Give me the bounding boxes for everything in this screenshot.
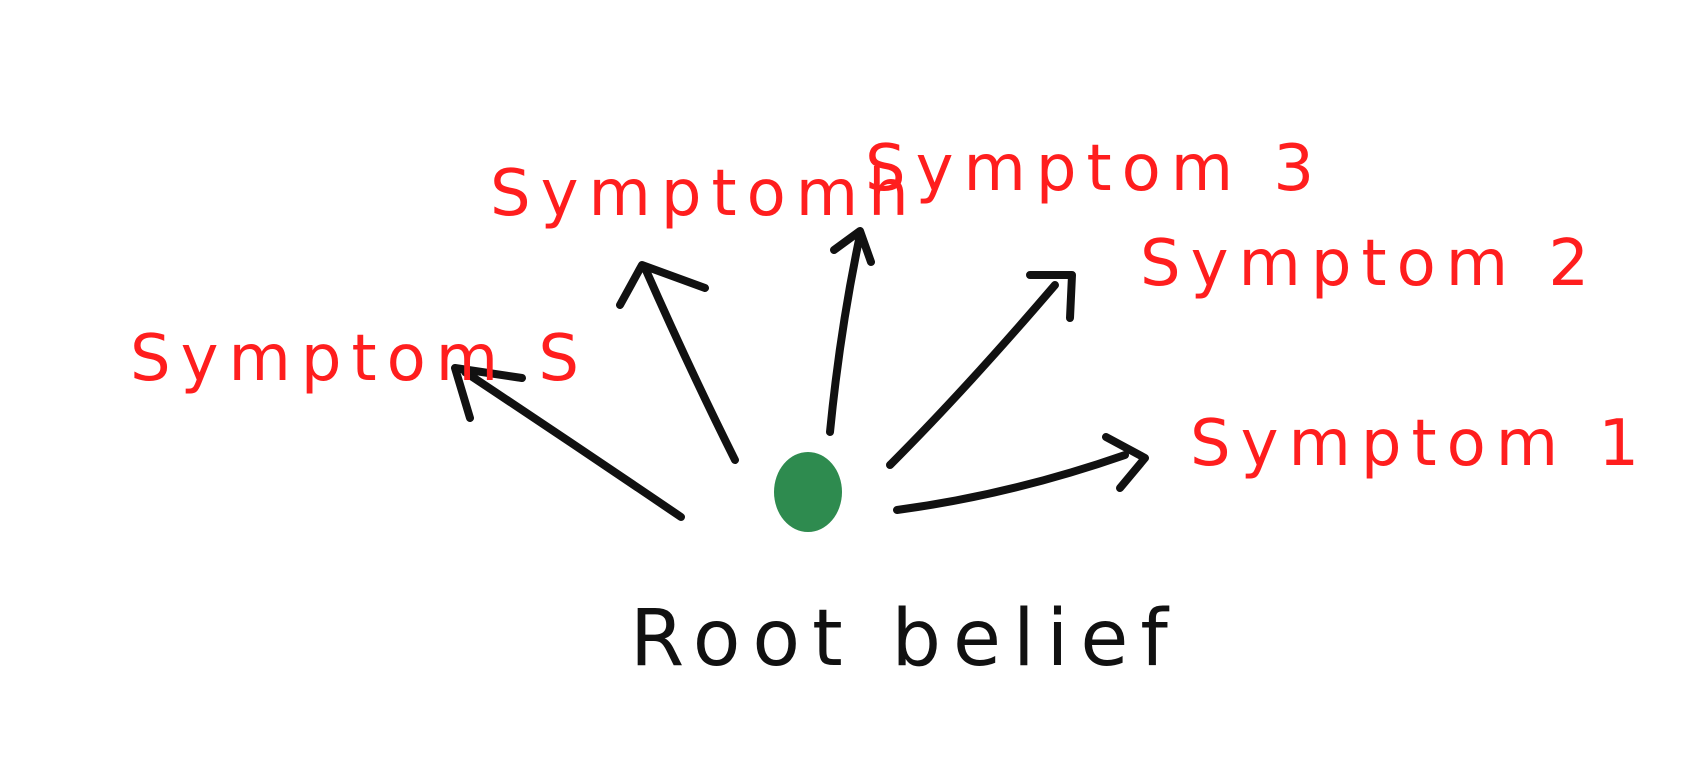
symptom-3-label: Symptom 3 bbox=[865, 132, 1324, 206]
symptom-5-label: Symptom S bbox=[130, 322, 589, 396]
symptom-1-label: Symptom 1 bbox=[1190, 407, 1649, 481]
root-belief-node bbox=[774, 452, 842, 532]
arrow-to-symptom-3 bbox=[826, 227, 875, 436]
root-belief-label: Root belief bbox=[630, 594, 1180, 684]
arrow-to-symptom-4 bbox=[616, 261, 739, 464]
symptom-2-label: Symptom 2 bbox=[1140, 227, 1599, 301]
arrow-to-symptom-5 bbox=[451, 364, 685, 521]
arrow-to-symptom-1 bbox=[893, 433, 1149, 514]
symptom-4-label: Symptomh bbox=[490, 157, 919, 231]
arrow-to-symptom-2 bbox=[886, 271, 1076, 469]
